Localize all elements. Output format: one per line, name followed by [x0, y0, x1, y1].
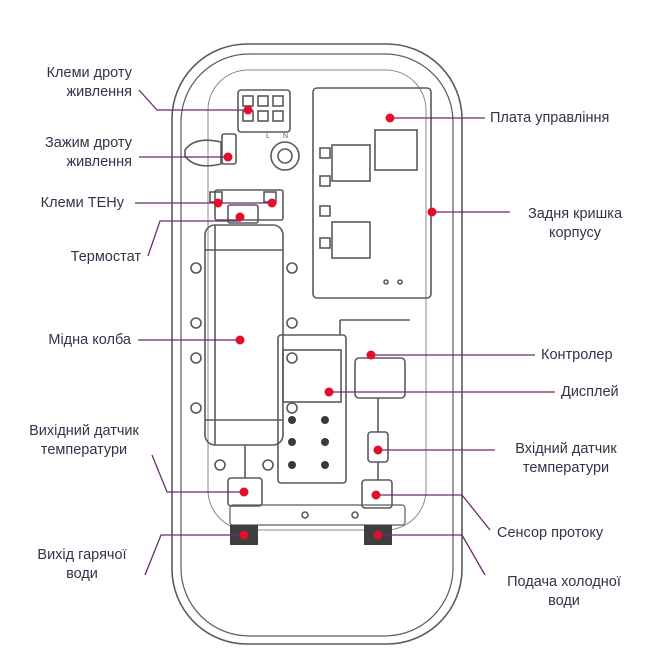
- label-terminals-power: Клеми дроту живлення: [46, 65, 132, 100]
- label-control-board: Плата управління: [490, 110, 610, 126]
- terminal-mark-n: N: [283, 133, 288, 140]
- marker-display: [324, 387, 334, 397]
- leader-flow-sensor: [376, 494, 491, 531]
- marker-hot-outlet: [239, 530, 249, 540]
- marker-inlet-sensor: [373, 445, 383, 455]
- flow-sensor-outline: [361, 479, 393, 509]
- marker-controller: [366, 350, 376, 360]
- leader-lines: [135, 89, 555, 576]
- leader-thermostat: [147, 220, 240, 257]
- label-outlet-sensor: Вихідний датчик температури: [29, 423, 139, 458]
- marker-back-cover: [427, 207, 437, 217]
- label-clamp-power: Зажим дроту живлення: [45, 135, 132, 170]
- cable-gland: [270, 141, 300, 171]
- leader-outlet-sensor: [151, 454, 244, 493]
- label-inlet-sensor: Вхідний датчик температури: [515, 441, 617, 476]
- marker-cold-inlet: [373, 530, 383, 540]
- marker-clamp-power: [223, 152, 233, 162]
- leader-hot-outlet: [144, 534, 244, 576]
- bottom-bracket: [229, 504, 406, 526]
- cable-clamp: [221, 133, 237, 165]
- marker-copper-flask: [235, 335, 245, 345]
- controller-outline: [354, 357, 406, 399]
- leader-terminals-power: [138, 89, 248, 111]
- power-terminal-block: [237, 89, 291, 133]
- label-back-cover: Задня кришка корпусу: [527, 206, 623, 241]
- marker-terminals-heater-left: [213, 198, 223, 208]
- housing-inner: [180, 53, 454, 637]
- housing-outer: [171, 43, 463, 645]
- board-chip: [374, 129, 418, 171]
- housing-recess: [207, 69, 427, 531]
- display-buttons: [288, 416, 329, 469]
- marker-outlet-sensor: [239, 487, 249, 497]
- marker-thermostat: [235, 212, 245, 222]
- marker-terminals-heater-right: [267, 198, 277, 208]
- label-controller: Контролер: [541, 347, 613, 363]
- marker-flow-sensor: [371, 490, 381, 500]
- label-terminals-heater: Клеми ТЕНу: [40, 195, 124, 211]
- display-module-outline: [277, 334, 347, 484]
- label-hot-outlet: Вихід гарячої води: [37, 547, 127, 582]
- thermostat-body: [227, 204, 259, 224]
- label-flow-sensor: Сенсор протоку: [497, 525, 604, 541]
- copper-flask-outline: [204, 224, 284, 446]
- leader-cold-inlet: [378, 534, 486, 576]
- label-thermostat: Термостат: [70, 249, 141, 265]
- cable-entry: [184, 139, 222, 167]
- label-copper-flask: Мідна колба: [48, 332, 131, 348]
- control-board-outline: [312, 87, 432, 299]
- label-display: Дисплей: [561, 384, 619, 400]
- label-cold-inlet: Подача холодної води: [507, 574, 621, 609]
- marker-terminals-power: [243, 105, 253, 115]
- marker-control-board: [385, 113, 395, 123]
- markers: [213, 105, 437, 540]
- terminal-mark-l: L: [266, 133, 270, 140]
